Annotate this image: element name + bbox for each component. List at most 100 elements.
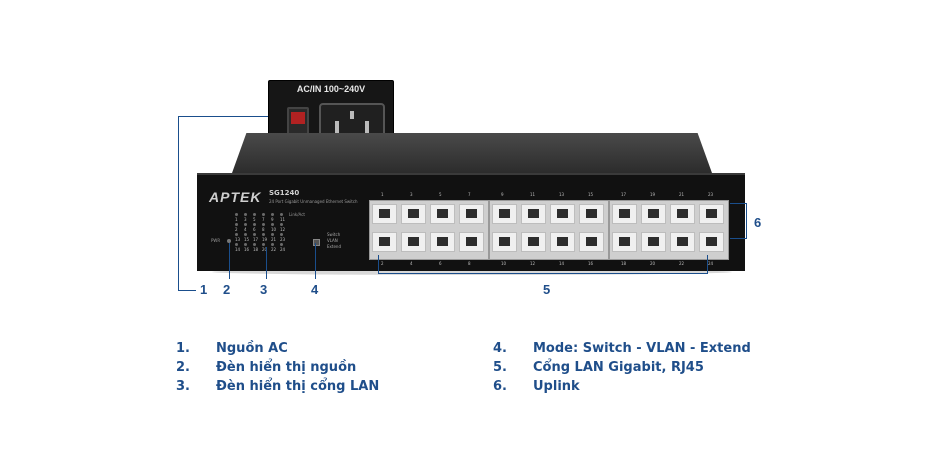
callout-number-2: 2 (223, 282, 231, 297)
rj45-port[interactable] (401, 204, 426, 224)
callout-number-4: 4 (311, 282, 319, 297)
port-number-bottom: 22 (679, 261, 685, 266)
callout-line-5-right (707, 255, 708, 274)
brand-logo: APTEK (209, 189, 262, 205)
led-number: 17 (253, 237, 259, 242)
model-description: 24 Port Gigabit Unmanaged Ethernet Switc… (269, 199, 358, 204)
port-number-bottom: 12 (530, 261, 536, 266)
callout-number-3: 3 (260, 282, 268, 297)
port-led (244, 233, 247, 236)
led-number: 19 (262, 237, 268, 242)
rj45-port[interactable] (550, 204, 575, 224)
port-led (253, 233, 256, 236)
callout-line-2 (229, 243, 230, 279)
led-number: 12 (280, 227, 286, 232)
port-led (262, 223, 265, 226)
led-number: 21 (271, 237, 277, 242)
rj45-port[interactable] (492, 232, 517, 252)
rj45-port[interactable] (492, 204, 517, 224)
led-number: 15 (244, 237, 250, 242)
port-led (271, 233, 274, 236)
port-number-top: 15 (588, 192, 594, 197)
port-number-bottom: 8 (468, 261, 471, 266)
port-led (244, 213, 247, 216)
port-number-top: 5 (439, 192, 442, 197)
legend-item-6: 6.Uplink (493, 379, 580, 394)
callout-line-3 (266, 247, 267, 279)
led-number: 9 (271, 217, 274, 222)
port-number-bottom: 6 (439, 261, 442, 266)
port-number-bottom: 24 (708, 261, 714, 266)
port-led (262, 233, 265, 236)
rj45-port[interactable] (372, 232, 397, 252)
led-number: 11 (280, 217, 286, 222)
callout-number-1: 1 (200, 282, 208, 297)
rj45-port[interactable] (641, 232, 666, 252)
port-number-top: 17 (621, 192, 627, 197)
rj45-port[interactable] (579, 232, 604, 252)
rj45-port[interactable] (579, 204, 604, 224)
led-number: 20 (262, 247, 268, 252)
port-number-top: 19 (650, 192, 656, 197)
led-number: 13 (235, 237, 241, 242)
port-led (280, 213, 283, 216)
port-led (271, 223, 274, 226)
power-led (227, 239, 231, 243)
callout-line-4 (315, 243, 316, 279)
led-number: 4 (244, 227, 247, 232)
rj45-port[interactable] (699, 232, 724, 252)
rj45-port[interactable] (612, 204, 637, 224)
rj45-port[interactable] (612, 232, 637, 252)
callout-line-6-bottom (730, 238, 747, 239)
legend-item-1: 1.Nguồn AC (176, 341, 288, 356)
legend-item-2: 2.Đèn hiển thị nguồn (176, 360, 357, 375)
rj45-port[interactable] (670, 232, 695, 252)
callout-line-6-top (730, 203, 747, 204)
led-number: 8 (262, 227, 265, 232)
led-number: 18 (253, 247, 259, 252)
port-number-bottom: 10 (501, 261, 507, 266)
callout-line-1-end (178, 290, 196, 291)
rj45-port[interactable] (641, 204, 666, 224)
port-led (262, 213, 265, 216)
rj45-port[interactable] (459, 232, 484, 252)
led-number: 1 (235, 217, 238, 222)
port-number-top: 7 (468, 192, 471, 197)
mode-button[interactable] (313, 239, 320, 246)
switch-shadow (212, 269, 732, 275)
mode-label-switch: Switch (327, 232, 341, 237)
legend-item-3: 3.Đèn hiển thị cổng LAN (176, 379, 380, 394)
port-number-bottom: 16 (588, 261, 594, 266)
rj45-port[interactable] (699, 204, 724, 224)
callout-line-1-v (178, 116, 179, 291)
port-led (271, 243, 274, 246)
rj45-port[interactable] (401, 232, 426, 252)
rj45-port[interactable] (430, 232, 455, 252)
rj45-port[interactable] (430, 204, 455, 224)
rj45-port[interactable] (459, 204, 484, 224)
callout-line-5-left (378, 255, 379, 274)
led-number: 24 (280, 247, 286, 252)
callout-line-6-v (746, 203, 747, 239)
pwr-label: PWR (211, 238, 221, 243)
rj45-port[interactable] (670, 204, 695, 224)
rj45-port[interactable] (521, 232, 546, 252)
port-number-bottom: 2 (381, 261, 384, 266)
port-led (280, 223, 283, 226)
mode-label-extend: Extend (327, 244, 341, 249)
rj45-port[interactable] (372, 204, 397, 224)
port-number-top: 3 (410, 192, 413, 197)
port-led (235, 243, 238, 246)
rj45-port[interactable] (550, 232, 575, 252)
port-led (253, 223, 256, 226)
callout-number-6: 6 (754, 215, 762, 230)
port-led (280, 243, 283, 246)
led-number: 3 (244, 217, 247, 222)
port-number-top: 13 (559, 192, 565, 197)
port-led (235, 233, 238, 236)
led-number: 16 (244, 247, 250, 252)
port-number-top: 21 (679, 192, 685, 197)
rj45-port[interactable] (521, 204, 546, 224)
mode-label-vlan: VLAN (327, 238, 338, 243)
